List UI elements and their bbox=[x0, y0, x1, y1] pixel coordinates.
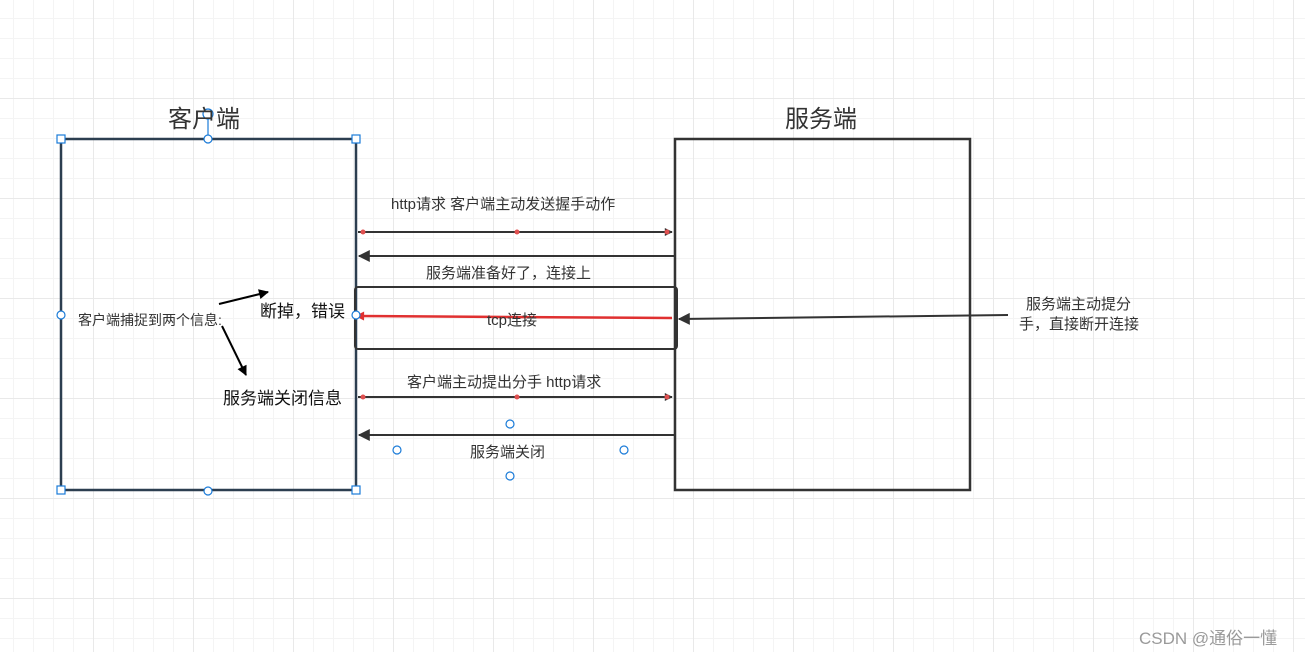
waypoint-dot bbox=[664, 229, 670, 235]
tcp-red-arrow[interactable] bbox=[355, 311, 673, 321]
client-close-label: 客户端主动提出分手 http请求 bbox=[407, 374, 602, 391]
rotate-handle[interactable] bbox=[202, 108, 214, 120]
resize-handle[interactable] bbox=[392, 445, 402, 455]
resize-handle[interactable] bbox=[619, 445, 629, 455]
http-request-label: http请求 客户端主动发送握手动作 bbox=[391, 196, 616, 213]
server-note-line2: 手，直接断开连接 bbox=[1019, 316, 1140, 333]
server-active-close-arrow[interactable] bbox=[677, 312, 1009, 325]
waypoint-dot bbox=[360, 229, 366, 235]
server-note-line1: 服务端主动提分 bbox=[1026, 296, 1132, 313]
waypoint-dot bbox=[664, 394, 670, 400]
resize-handle[interactable] bbox=[56, 310, 66, 320]
resize-handle[interactable] bbox=[351, 310, 361, 320]
close-info-label: 服务端关闭信息 bbox=[223, 389, 342, 408]
resize-handle[interactable] bbox=[56, 134, 66, 144]
resize-handle[interactable] bbox=[351, 134, 361, 144]
tcp-connection-label: tcp连接 bbox=[487, 312, 538, 329]
close-info-pointer-arrow[interactable] bbox=[221, 325, 247, 376]
error-pointer-arrow[interactable] bbox=[218, 289, 269, 305]
error-label: 断掉，错误 bbox=[260, 302, 345, 321]
client-box-selection-handles[interactable] bbox=[56, 108, 361, 496]
resize-handle[interactable] bbox=[505, 419, 515, 429]
server-box[interactable] bbox=[673, 137, 972, 492]
resize-handle[interactable] bbox=[203, 134, 213, 144]
server-title: 服务端 bbox=[785, 106, 857, 133]
watermark: CSDN @通俗一懂 bbox=[1139, 629, 1278, 648]
server-ready-label: 服务端准备好了，连接上 bbox=[426, 265, 592, 282]
waypoint-dot bbox=[514, 229, 520, 235]
resize-handle[interactable] bbox=[203, 486, 213, 496]
resize-handle[interactable] bbox=[351, 485, 361, 495]
resize-handle[interactable] bbox=[505, 471, 515, 481]
client-note: 客户端捕捉到两个信息: bbox=[78, 312, 222, 328]
waypoint-dot bbox=[514, 394, 520, 400]
server-closed-label: 服务端关闭 bbox=[470, 444, 546, 461]
waypoint-dot bbox=[360, 394, 366, 400]
server-closed-label-handles[interactable] bbox=[392, 419, 629, 481]
resize-handle[interactable] bbox=[56, 485, 66, 495]
client-title: 客户端 bbox=[168, 106, 240, 133]
